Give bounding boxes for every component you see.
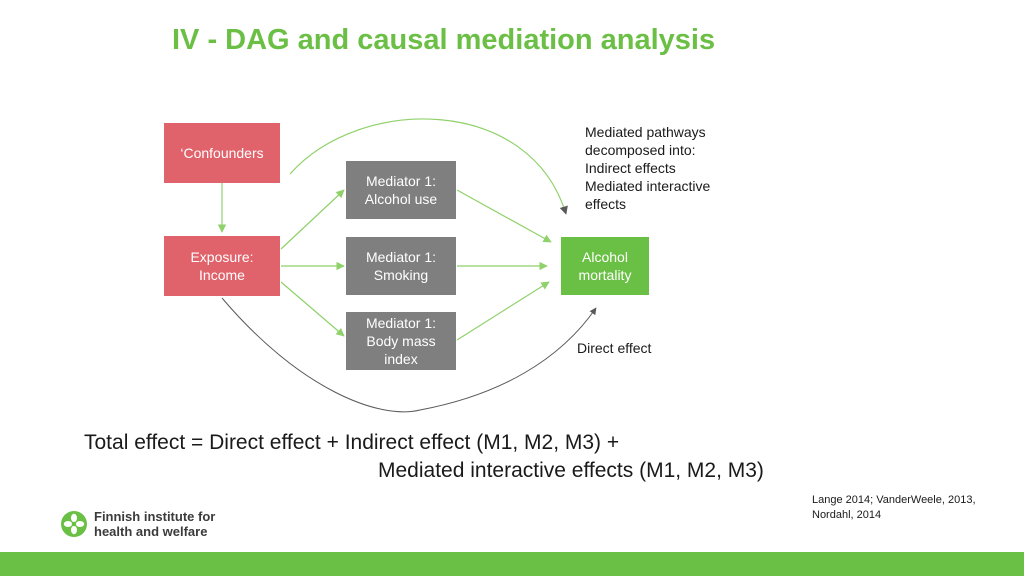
outcome-node: Alcohol mortality [561, 237, 649, 295]
confounders-node: ‘Confounders [164, 123, 280, 183]
outcome-label: Alcohol mortality [578, 249, 632, 283]
institute-name: Finnish institute for health and welfare [94, 509, 216, 539]
direct-effect-note: Direct effect [577, 340, 652, 356]
arrow-direct-effect-curve [221, 297, 597, 413]
mediated-pathways-note: Mediated pathways decomposed into: Indir… [585, 124, 711, 212]
footer-bar [0, 552, 1024, 576]
formula-line-2: Mediated interactive effects (M1, M2, M3… [378, 459, 764, 482]
formula-line-1: Total effect = Direct effect + Indirect … [84, 431, 620, 454]
exposure-node: Exposure: Income [164, 236, 280, 296]
mediator-alcohol-use-label: Mediator 1: Alcohol use [364, 173, 438, 207]
mediator-alcohol-use-node: Mediator 1: Alcohol use [346, 161, 456, 219]
mediator-smoking-label: Mediator 1: Smoking [365, 249, 437, 283]
slide-title: IV - DAG and causal mediation analysis [172, 24, 716, 56]
arrow-bmi-to-outcome [456, 281, 550, 341]
mediator-bmi-label: Mediator 1: Body mass index [365, 315, 437, 367]
arrow-confounders-to-outcome-curve [289, 118, 568, 215]
exposure-label: Exposure: Income [190, 249, 254, 283]
confounders-label: ‘Confounders [180, 145, 264, 161]
institute-logo: Finnish institute for health and welfare [60, 509, 215, 539]
arrow-exposure-to-alcohol-use [280, 189, 345, 250]
arrow-alcohol-use-to-outcome [456, 189, 552, 243]
arrow-exposure-to-bmi [280, 281, 345, 337]
references: Lange 2014; VanderWeele, 2013, Nordahl, … [812, 494, 976, 521]
mediator-bmi-node: Mediator 1: Body mass index [346, 312, 456, 370]
mediator-smoking-node: Mediator 1: Smoking [346, 237, 456, 295]
flower-logo-icon [61, 511, 87, 537]
